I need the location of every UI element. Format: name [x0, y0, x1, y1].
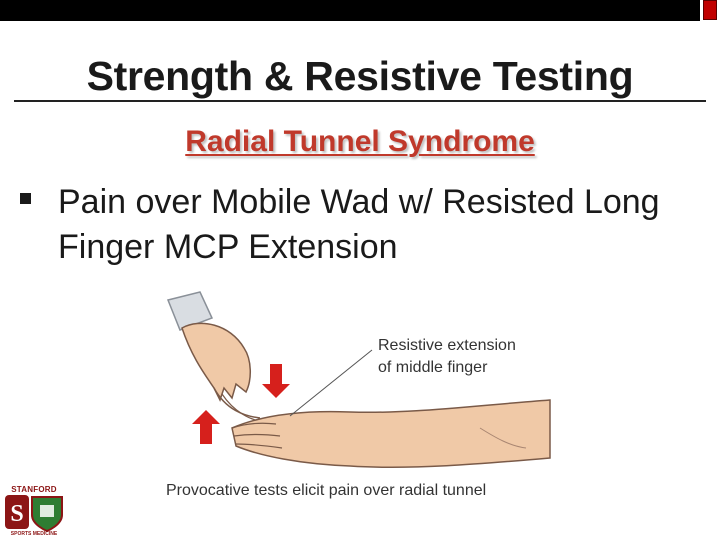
sleeve-cuff	[166, 291, 214, 331]
figure-caption: Provocative tests elicit pain over radia…	[166, 482, 487, 499]
slide-subtitle: Radial Tunnel Syndrome	[0, 124, 720, 160]
figure-label-line-2: of middle finger	[378, 359, 488, 376]
bullet-text: Pain over Mobile Wad w/ Resisted Long Fi…	[58, 183, 660, 266]
patient-forearm	[231, 399, 551, 469]
examiner-hand	[181, 322, 251, 402]
examiner-finger	[213, 387, 261, 419]
patient-finger-1	[231, 422, 277, 429]
logo-top-text: STANFORD	[11, 485, 57, 494]
slide-title: Strength & Resistive Testing	[86, 53, 634, 99]
logo-shields-icon: S	[5, 495, 63, 533]
patient-finger-2	[233, 433, 281, 437]
label-leader-line	[289, 349, 373, 417]
square-bullet-icon	[20, 193, 31, 204]
arrow-up-icon	[192, 410, 220, 444]
bullet-item: Pain over Mobile Wad w/ Resisted Long Fi…	[20, 180, 700, 270]
subtitle-text: Radial Tunnel Syndrome	[185, 125, 535, 158]
patient-finger-3	[235, 443, 283, 449]
corner-accent-square	[703, 0, 717, 20]
top-bar	[0, 0, 700, 21]
resistive-extension-illustration: Resistive extension of middle finger	[166, 291, 551, 469]
forearm-crease	[479, 427, 527, 449]
arrow-down-icon	[262, 364, 290, 398]
svg-text:S: S	[10, 501, 23, 527]
logo-bottom-text: SPORTS MEDICINE	[10, 531, 58, 537]
title-divider	[14, 100, 706, 102]
figure-label-line-1: Resistive extension	[378, 337, 516, 354]
stanford-sports-medicine-logo: STANFORD S SPORTS MEDICINE	[2, 485, 66, 539]
